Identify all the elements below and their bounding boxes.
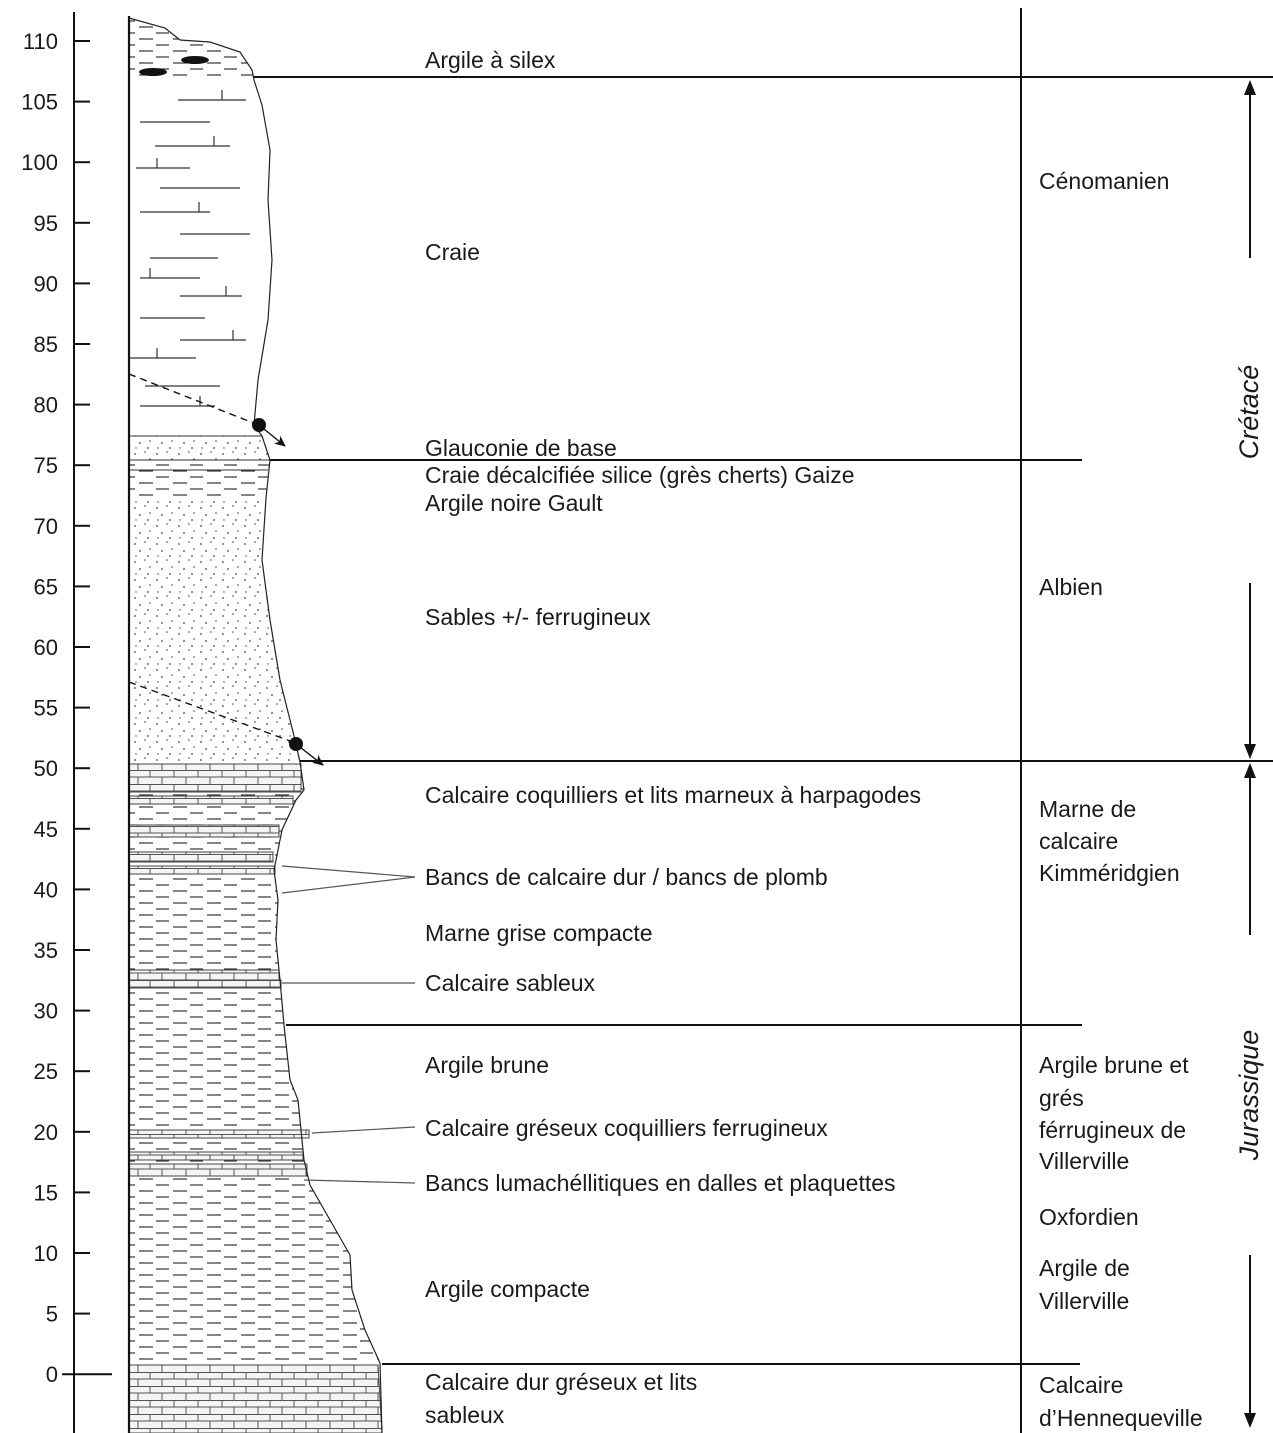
label-calcaire-dur-line2: sableux (425, 1402, 505, 1428)
stage-oxfordien: Oxfordien (1039, 1204, 1139, 1230)
layer-craie (129, 80, 272, 425)
label-argile-brune: Argile brune (425, 1052, 549, 1078)
stage-argile-brune-2: grés (1039, 1085, 1084, 1111)
limestone-bed (128, 1163, 308, 1177)
label-calcaire-greseux: Calcaire gréseux coquilliers ferrugineux (425, 1115, 828, 1141)
flint-nodule (181, 56, 209, 64)
arrow-up-icon (1244, 763, 1256, 778)
label-argile-noire: Argile noire Gault (425, 490, 603, 516)
stage-argile-villerville-1: Argile de (1039, 1255, 1130, 1281)
scale-tick-label: 20 (34, 1120, 58, 1145)
scale-tick-label: 0 (46, 1362, 58, 1387)
label-calcaire-sableux: Calcaire sableux (425, 970, 596, 996)
scale-tick-label: 5 (46, 1302, 58, 1327)
unconformity-arrow (258, 424, 286, 447)
chalk-pattern (128, 90, 250, 407)
scale-tick-label: 80 (34, 393, 58, 418)
stage-kimmeridgien-2: calcaire (1039, 828, 1118, 854)
layer-argile-a-silex (129, 18, 254, 80)
limestone-bed (128, 979, 282, 989)
scale-tick-label: 40 (34, 877, 58, 902)
stage-hennequeville-2: d’Hennequeville (1039, 1405, 1203, 1431)
limestone-bed (128, 851, 274, 863)
stage-argile-brune-3: férrugineux de (1039, 1117, 1186, 1143)
scale-tick-label: 100 (21, 150, 58, 175)
limestone-bed (128, 865, 276, 875)
scale-tick-label: 90 (34, 271, 58, 296)
leader-lines (281, 865, 416, 1184)
scale-ticks: 1101051009590858075706560555045403530252… (21, 29, 112, 1387)
label-craie-decalcifiee: Craie décalcifiée silice (grès cherts) G… (425, 462, 855, 488)
scale-tick-label: 110 (23, 29, 58, 54)
stage-hennequeville-1: Calcaire (1039, 1372, 1123, 1398)
layer-calcaire-dur (128, 1364, 383, 1433)
label-bancs-calcaire: Bancs de calcaire dur / bancs de plomb (425, 864, 828, 890)
system-labels: Crétacé Jurassique (1234, 365, 1264, 1162)
stage-cenomanien: Cénomanien (1039, 168, 1169, 194)
scale-tick-label: 35 (34, 938, 58, 963)
stage-labels: Cénomanien Albien Marne de calcaire Kimm… (1039, 168, 1203, 1431)
scale-tick-label: 10 (34, 1241, 58, 1266)
limestone-bed (128, 1129, 310, 1139)
unconformity-dashed (128, 373, 257, 425)
scale-tick-label: 95 (34, 211, 58, 236)
arrow-up-icon (1244, 80, 1256, 95)
scale-tick-label: 15 (34, 1180, 58, 1205)
scale-tick-label: 55 (34, 696, 58, 721)
arrow-down-icon (1244, 744, 1256, 759)
label-calcaire-coquilliers: Calcaire coquilliers et lits marneux à h… (425, 782, 921, 808)
label-sables: Sables +/- ferrugineux (425, 604, 651, 630)
scale-tick-label: 70 (34, 514, 58, 539)
layer-glauconie (129, 436, 270, 460)
layer-gaize-gault (129, 460, 270, 498)
system-arrows (1244, 80, 1256, 1428)
scale-tick-label: 25 (34, 1059, 58, 1084)
layer-sables (129, 498, 300, 762)
label-glauconie: Glauconie de base (425, 435, 617, 461)
system-jurassique: Jurassique (1234, 1030, 1264, 1162)
scale-tick-label: 60 (34, 635, 58, 660)
label-argile-a-silex: Argile à silex (425, 47, 556, 73)
limestone-bed (128, 969, 280, 981)
stage-argile-brune-1: Argile brune et (1039, 1052, 1189, 1078)
limestone-bed (128, 1151, 304, 1161)
scale-tick-label: 65 (34, 574, 58, 599)
stage-kimmeridgien-3: Kimméridgien (1039, 860, 1180, 886)
label-bancs-lumachelliques: Bancs lumachéllitiques en dalles et plaq… (425, 1170, 896, 1196)
system-cretace: Crétacé (1234, 365, 1264, 460)
stage-argile-brune-4: Villerville (1039, 1148, 1129, 1174)
scale-tick-label: 45 (34, 817, 58, 842)
scale-tick-label: 85 (34, 332, 58, 357)
flint-nodule (139, 68, 167, 76)
unconformity-dashed (128, 681, 294, 743)
label-craie: Craie (425, 239, 480, 265)
scale-tick-label: 30 (34, 999, 58, 1024)
label-argile-compacte: Argile compacte (425, 1276, 590, 1302)
stage-albien: Albien (1039, 574, 1103, 600)
layer-argile-brune (129, 1025, 380, 1363)
column-profile (128, 17, 383, 1433)
lithology-column (127, 16, 383, 1433)
limestone-bed (128, 795, 294, 805)
limestone-bed (128, 824, 280, 838)
limestone-bed (128, 763, 302, 793)
stage-kimmeridgien-1: Marne de (1039, 796, 1136, 822)
depth-scale: 1101051009590858075706560555045403530252… (21, 12, 112, 1433)
label-calcaire-dur-line1: Calcaire dur gréseux et lits (425, 1369, 697, 1395)
boundaries (254, 8, 1273, 1433)
scale-tick-label: 75 (34, 453, 58, 478)
label-marne-grise: Marne grise compacte (425, 920, 653, 946)
arrow-down-icon (1244, 1413, 1256, 1428)
lithology-labels: Argile à silex Craie Glauconie de base C… (425, 47, 921, 1428)
stage-argile-villerville-2: Villerville (1039, 1288, 1129, 1314)
scale-tick-label: 50 (34, 756, 58, 781)
scale-tick-label: 105 (21, 90, 58, 115)
